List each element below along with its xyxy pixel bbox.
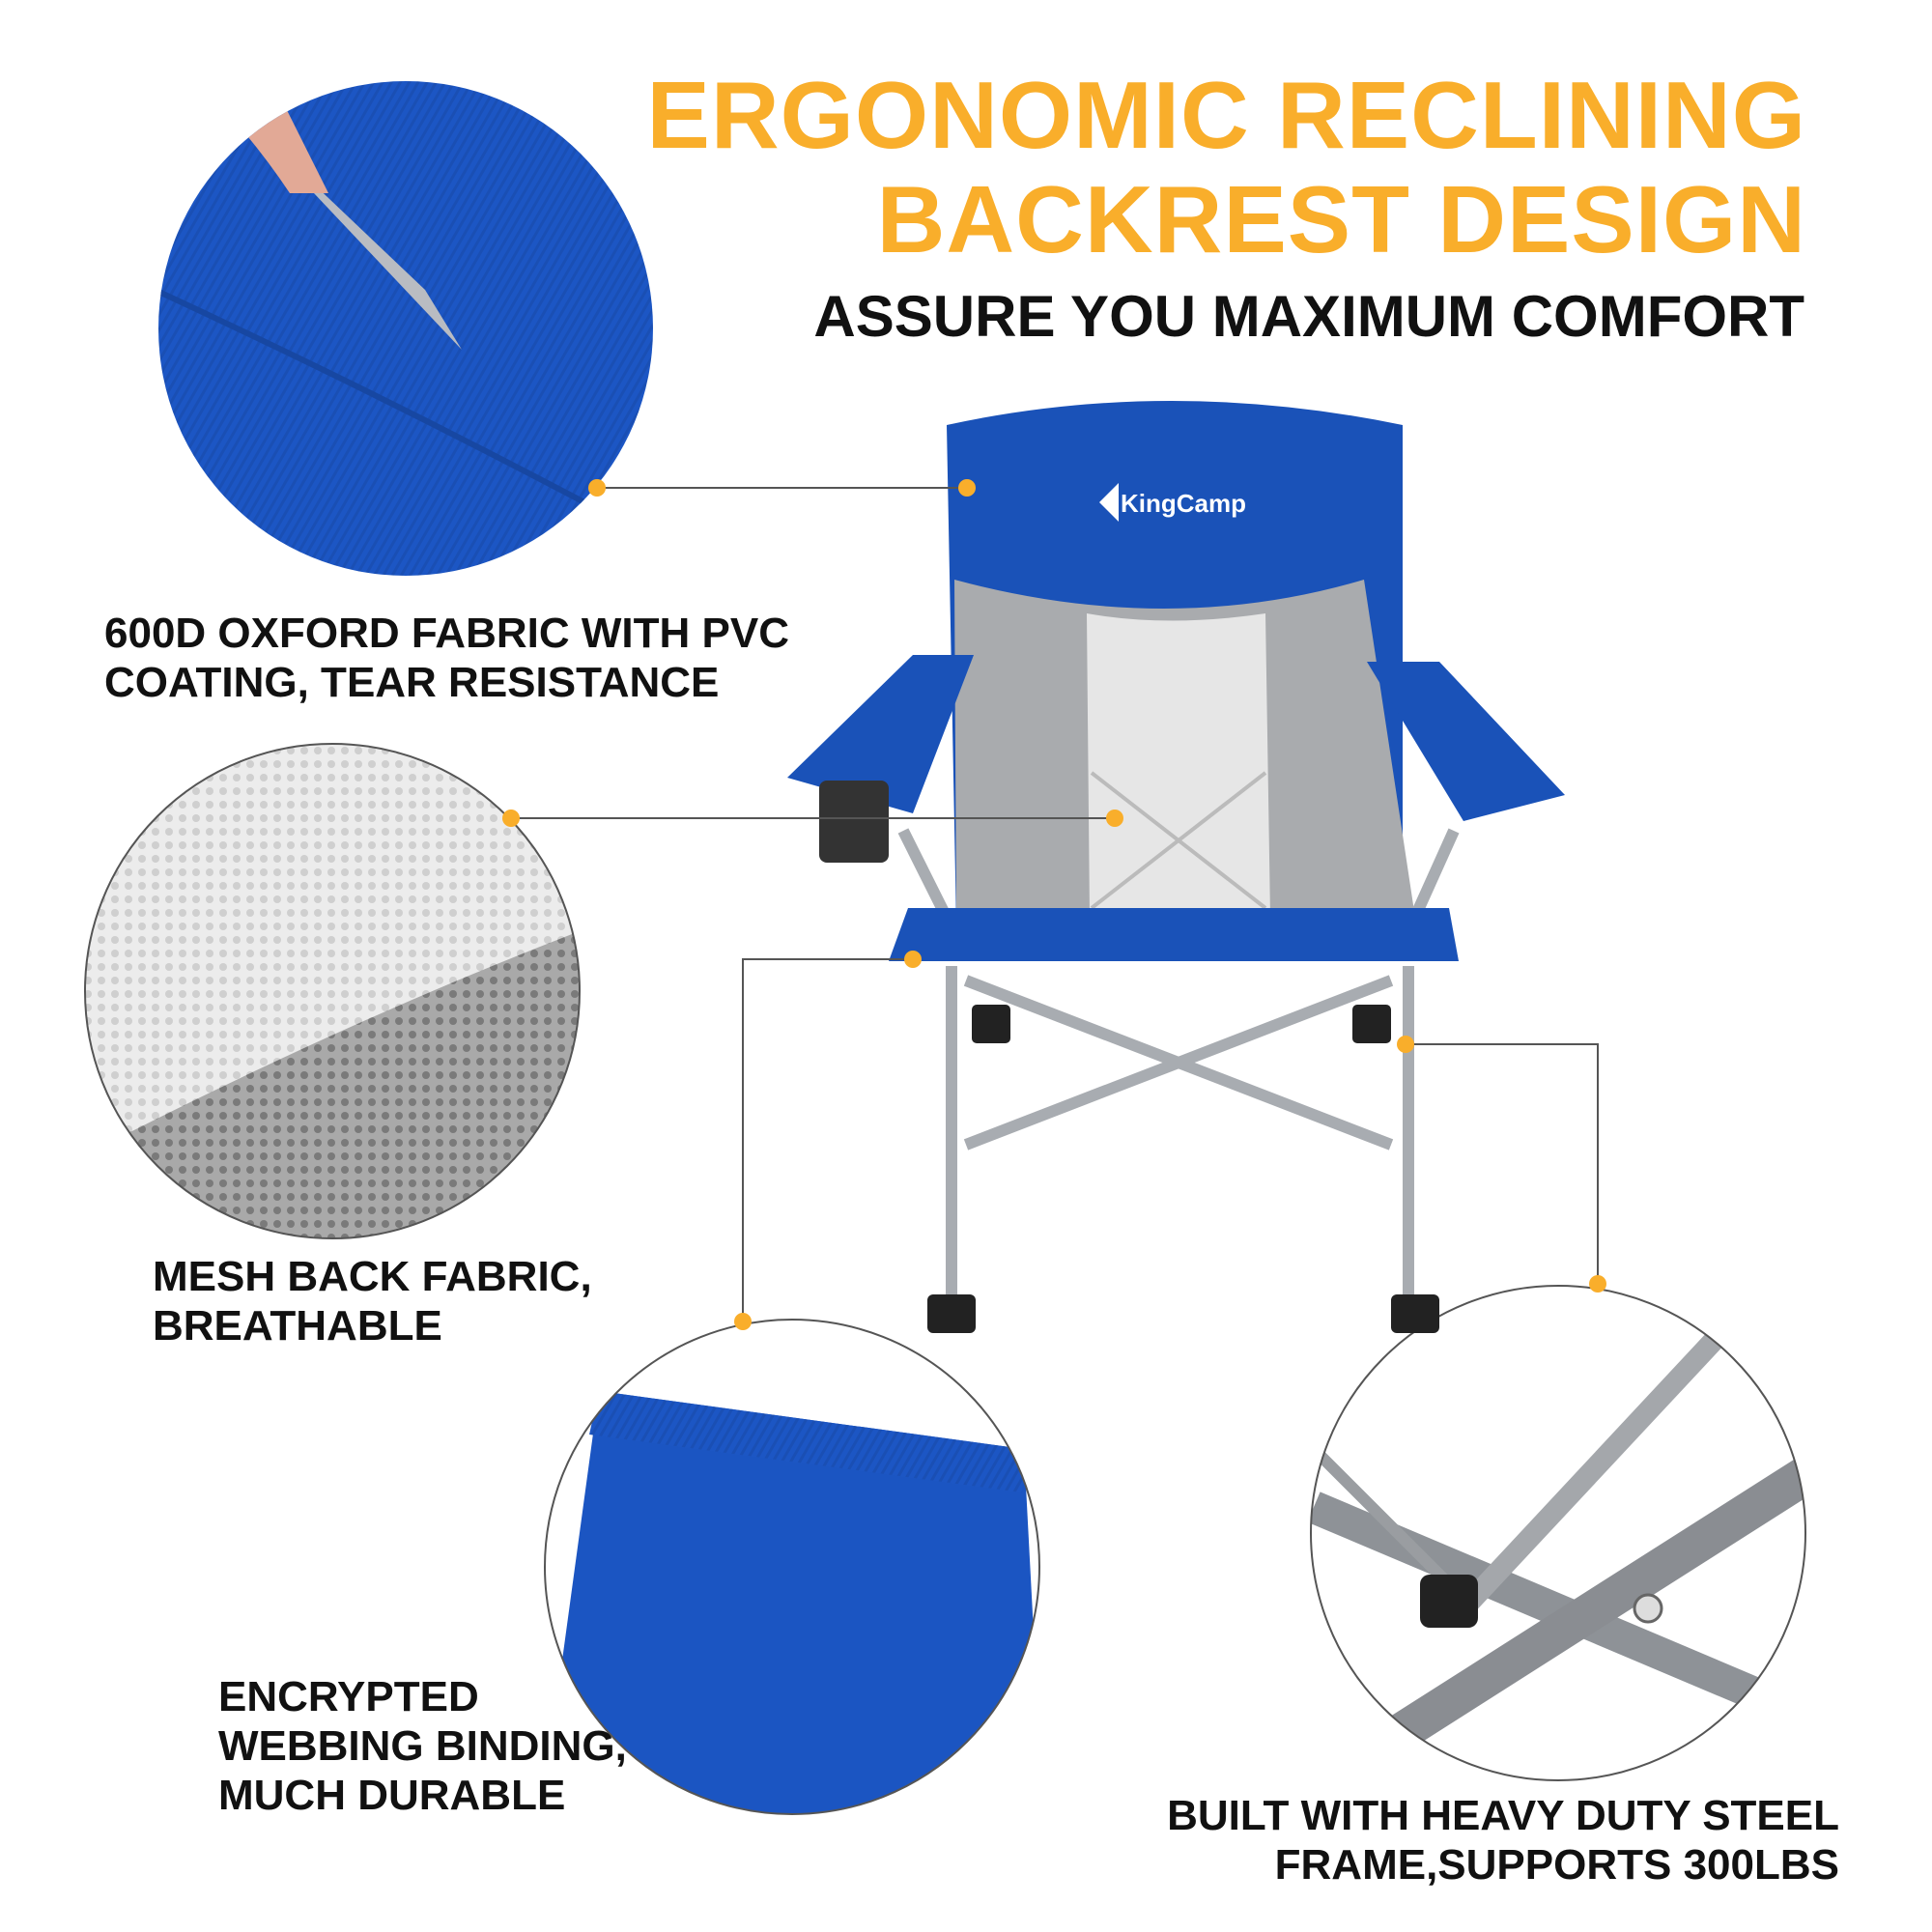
feature-text-line: WEBBING BINDING, [218,1722,627,1770]
svg-text:KingCamp: KingCamp [1121,489,1246,518]
camping-chair: KingCamp [787,401,1565,1333]
frame-closeup-circle [1311,1286,1805,1780]
callout-dot [734,1313,752,1330]
title-line-1: ERGONOMIC RECLINING [646,62,1806,168]
callout-dot [1397,1036,1414,1053]
feature-oxford-fabric: 600D OXFORD FABRIC WITH PVC COATING, TEA… [104,609,789,707]
title-line-2: BACKREST DESIGN [876,166,1806,272]
feature-text-line: MUCH DURABLE [218,1772,566,1819]
feature-steel-frame: BUILT WITH HEAVY DUTY STEEL FRAME,SUPPOR… [1167,1791,1839,1889]
feature-text-line: COATING, TEAR RESISTANCE [104,659,720,706]
feature-webbing: ENCRYPTED WEBBING BINDING, MUCH DURABLE [218,1672,627,1820]
callout-lines [511,487,1599,1321]
callout-dot [1589,1275,1606,1293]
callout-dot [1106,810,1123,827]
feature-text-line: BUILT WITH HEAVY DUTY STEEL [1167,1792,1839,1839]
feature-mesh-fabric: MESH BACK FABRIC, BREATHABLE [153,1252,592,1350]
feature-text-line: MESH BACK FABRIC, [153,1253,592,1300]
callout-dots [502,479,1606,1330]
callout-dot [958,479,976,497]
feature-text-line: FRAME,SUPPORTS 300LBS [1274,1841,1839,1889]
callout-dot [588,479,606,497]
callout-dot [904,951,922,968]
webbing-closeup-circle [545,1320,1039,1814]
feature-text-line: BREATHABLE [153,1302,442,1350]
fabric-closeup-circle [158,81,653,576]
callout-dot [502,810,520,827]
kingcamp-logo: KingCamp [1099,483,1246,522]
feature-text-line: 600D OXFORD FABRIC WITH PVC [104,610,789,657]
feature-text-line: ENCRYPTED [218,1673,479,1720]
subtitle: ASSURE YOU MAXIMUM COMFORT [813,284,1804,349]
mesh-closeup-circle [85,744,580,1238]
